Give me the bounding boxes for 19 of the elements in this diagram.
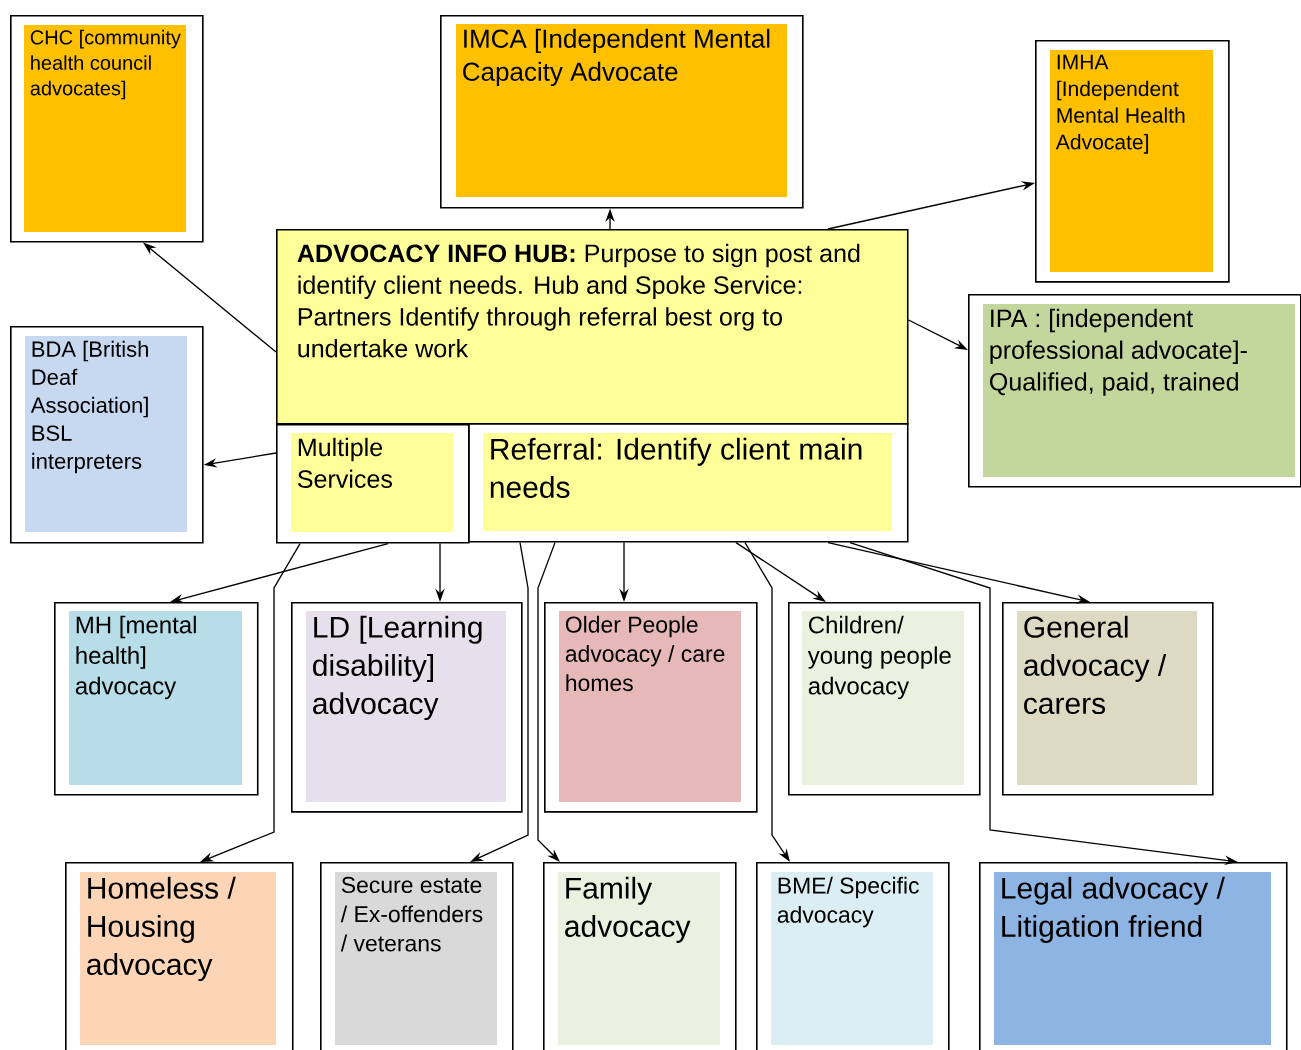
advocacy-box: IPA : [independent professional advocate]- Qualified, paid, trained <box>968 294 1301 488</box>
service-box: Multiple Services <box>276 424 470 544</box>
advocacy-box: BDA [British Deaf Association] BSL interpreters <box>10 326 204 544</box>
advocacy-box: Secure estate / Ex-offenders / veterans <box>320 862 514 1050</box>
advocacy-box: Family advocacy <box>543 862 737 1050</box>
advocacy-box: BME/ Specific advocacy <box>756 862 950 1050</box>
advocacy-box: CHC [community health council advocates] <box>10 15 204 243</box>
arrow <box>537 541 560 862</box>
hub-box: ADVOCACY INFO HUB: Purpose to sign post and identify client needs. Hub and Spoke Service: Partners Identify through referral best org to undertake work <box>276 229 909 425</box>
advocacy-box: Older People advocacy / care homes <box>544 602 758 813</box>
advocacy-box: Children/ young people advocacy <box>788 602 981 796</box>
advocacy-box: IMHA [Independent Mental Health Advocate] <box>1035 40 1230 283</box>
advocacy-box: IMCA [Independent Mental Capacity Advocate <box>440 15 804 209</box>
advocacy-box: General advocacy / carers <box>1002 602 1214 796</box>
referral-box: Referral: Identify client main needs <box>468 423 909 543</box>
advocacy-box: Homeless / Housing advocacy <box>65 862 294 1050</box>
advocacy-box: LD [Learning disability] advocacy <box>291 602 523 813</box>
advocacy-box: MH [mental health] advocacy <box>54 602 259 796</box>
advocacy-box: Legal advocacy / Litigation friend <box>979 862 1288 1050</box>
